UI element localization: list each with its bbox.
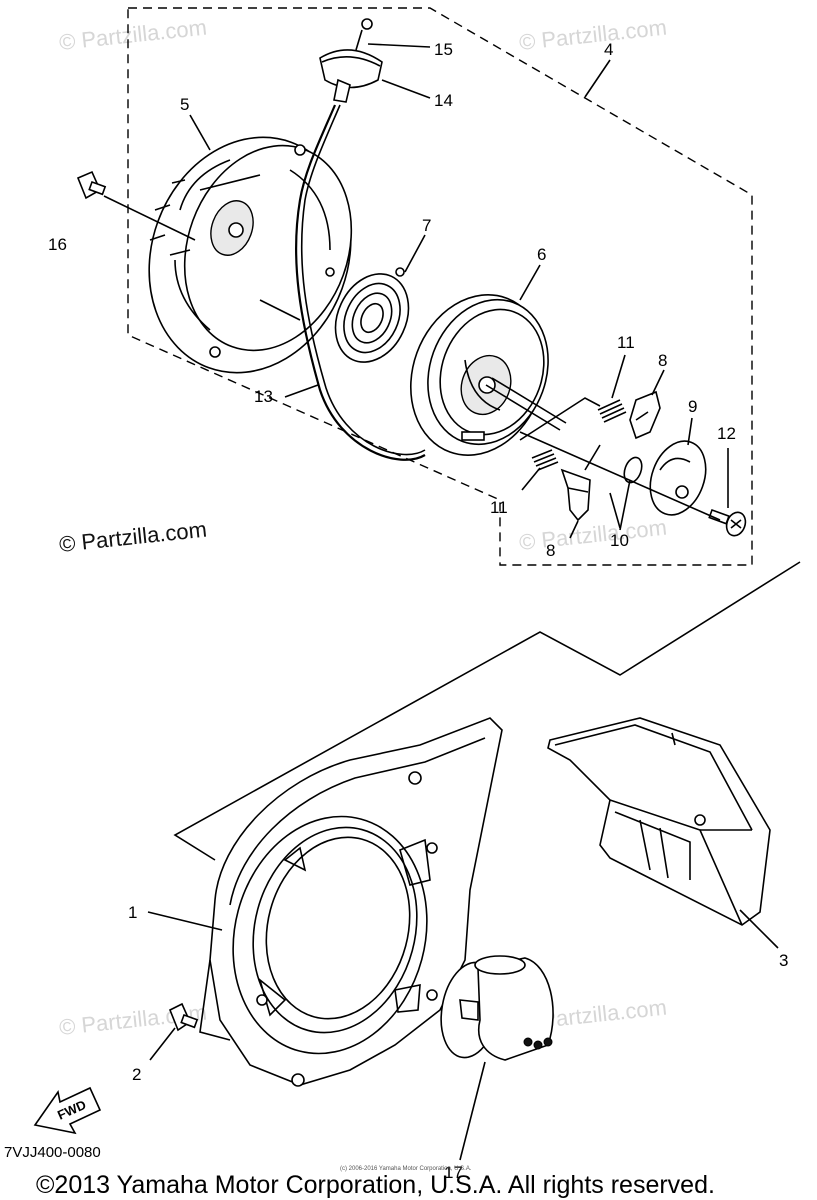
friction-plate-part: [649, 440, 707, 516]
watermark-main: © Partzilla.com: [58, 517, 208, 557]
bolt-12-part: [708, 508, 747, 537]
callout-11-upper: 11: [617, 333, 635, 352]
assembly-link-line: [173, 561, 801, 861]
flywheel-cover-part: [199, 717, 503, 1087]
drive-pulley-part: [409, 294, 567, 456]
watermark: © Partzilla.com: [518, 515, 668, 555]
callout-17: 17: [444, 1163, 463, 1182]
callout-9: 9: [688, 397, 697, 416]
bolt-2-part: [168, 1002, 199, 1032]
callout-16: 16: [48, 235, 67, 254]
spring-11-upper-part: [597, 399, 627, 423]
starter-rope-part: [294, 104, 426, 461]
starter-case-part: [148, 136, 353, 374]
bolt-16-part: [76, 170, 107, 200]
callout-8-lower: 8: [546, 541, 555, 560]
callout-4: 4: [604, 40, 613, 59]
spiral-spring-part: [334, 267, 410, 363]
callout-1: 1: [128, 903, 137, 922]
callout-11-lower: 11: [490, 498, 508, 517]
assembly-axis-line: [519, 431, 721, 521]
spring-11-lower-part: [531, 449, 559, 471]
assembly-boundary-dashed: [127, 7, 753, 566]
ratchet-8-lower-part: [560, 468, 591, 522]
air-shroud-part: [547, 717, 771, 926]
callout-2: 2: [132, 1065, 141, 1084]
callout-6: 6: [537, 245, 546, 264]
leader-16-case: [103, 195, 196, 241]
callout-13: 13: [254, 387, 273, 406]
watermark: © Partzilla.com: [518, 15, 668, 55]
fwd-arrow-icon: FWD: [33, 1086, 102, 1135]
starter-handle-part: [319, 49, 383, 103]
callout-14: 14: [434, 91, 453, 110]
watermark: © Partzilla.com: [58, 15, 208, 55]
washer-10-part: [623, 456, 643, 484]
callout-8-upper: 8: [658, 351, 667, 370]
callout-7: 7: [422, 216, 431, 235]
fine-print: (c) 2006-2016 Yamaha Motor Corporation, …: [340, 1166, 472, 1172]
callout-12: 12: [717, 424, 736, 443]
starter-pulley-part: [440, 955, 554, 1061]
ratchet-8-upper-part: [629, 390, 661, 440]
axis-guide-lines: [519, 397, 601, 441]
callout-15: 15: [434, 40, 453, 59]
callout-3: 3: [779, 951, 788, 970]
copyright-notice: ©2013 Yamaha Motor Corporation, U.S.A. A…: [36, 1171, 715, 1199]
diagram-code: 7VJJ400-0080: [4, 1144, 101, 1161]
rope-clip-part: [355, 18, 373, 51]
rope-inner-strand: [300, 104, 426, 456]
callout-5: 5: [180, 95, 189, 114]
leader-lines: [147, 43, 779, 1161]
callout-10: 10: [610, 531, 629, 550]
